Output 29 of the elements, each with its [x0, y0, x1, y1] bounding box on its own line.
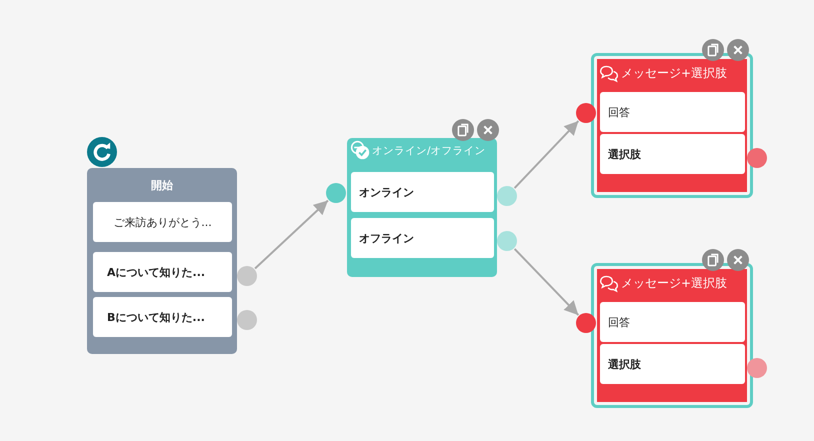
connector-port [497, 186, 517, 206]
connector-port [326, 183, 346, 203]
connector-port [747, 148, 767, 168]
option-row: 選択肢 [600, 134, 745, 174]
message-card [591, 53, 753, 198]
message-card [591, 263, 753, 408]
option-row: Aについて知りた... [93, 252, 232, 292]
card-title: メッセージ+選択肢 [621, 275, 728, 292]
option-row: 回答 [600, 92, 745, 132]
option-row: Bについて知りた... [93, 297, 232, 337]
arrow [514, 248, 580, 316]
connector-port [237, 310, 257, 330]
card-title: メッセージ+選択肢 [621, 65, 728, 82]
connector-port [576, 103, 596, 123]
option-row: オンライン [351, 172, 494, 212]
option-row: オフライン [351, 218, 494, 258]
arrow [254, 200, 329, 270]
connector-port [747, 358, 767, 378]
connector-port [497, 231, 517, 251]
option-row: 回答 [600, 302, 745, 342]
start-card [87, 168, 237, 354]
card-title: オンライン/オフライン [372, 144, 486, 158]
connector-port [237, 266, 257, 286]
branch-card [347, 138, 497, 277]
connector-port [576, 313, 596, 333]
option-row: 選択肢 [600, 344, 745, 384]
card-title: 開始 [150, 178, 174, 193]
arrow [514, 120, 580, 189]
option-row: ご来訪ありがとう... [93, 202, 232, 242]
